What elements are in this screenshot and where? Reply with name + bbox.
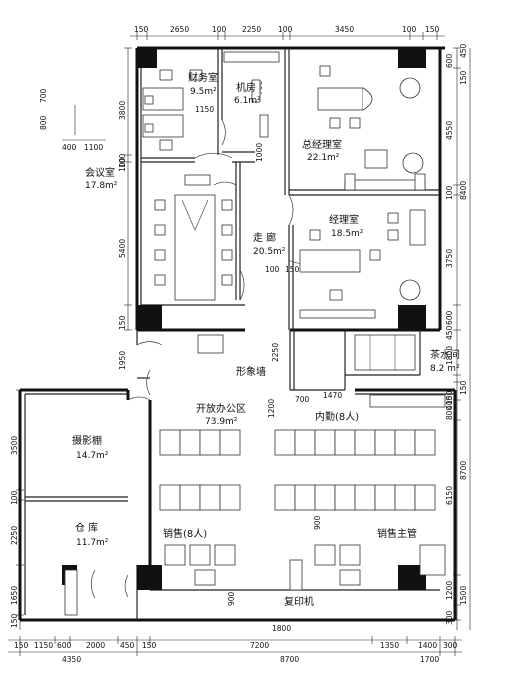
room-storage-name: 仓 库 [75, 521, 98, 534]
dim-left-9: 1650 [10, 586, 19, 605]
dim-right-4: 3750 [445, 249, 454, 268]
room-manager-name: 经理室 [329, 213, 359, 226]
dim-inner-700c: 700 [39, 88, 48, 103]
room-storage-area: 11.7m² [76, 538, 109, 548]
dim-left-7: 100 [10, 490, 19, 505]
room-gm-name: 总经理室 [302, 138, 342, 151]
dim-bottom-4: 2000 [86, 641, 105, 650]
dim-bottom-1: 150 [14, 641, 29, 650]
dim-right-outer-4: 150 [459, 380, 468, 395]
room-manager-area: 18.5m² [331, 229, 364, 239]
dim-inner-100b: 100 [118, 157, 127, 172]
dim-inner-2250: 2250 [271, 343, 280, 362]
dim-left-5: 1950 [118, 351, 127, 370]
room-image-wall-name: 形象墙 [236, 365, 266, 378]
dim-bottom-3: 600 [57, 641, 72, 650]
room-meeting-area: 17.8m² [85, 181, 118, 191]
dim-right-6: 450 [445, 325, 454, 340]
room-copier-name: 复印机 [284, 595, 314, 608]
dim-right-9: 800 [445, 405, 454, 420]
dim-right-12: 1200 [445, 581, 454, 600]
dim-left-6: 3500 [10, 436, 19, 455]
dim-left-2: 100 [118, 153, 127, 168]
dim-inner-900b: 900 [227, 591, 236, 606]
room-photo-name: 摄影棚 [72, 434, 102, 447]
dim-bottom-10: 300 [443, 641, 458, 650]
room-photo-area: 14.7m² [76, 451, 109, 461]
dim-inner-400: 400 [62, 143, 77, 152]
dim-top-8: 150 [425, 25, 440, 34]
dim-right-7: 1800 [445, 346, 454, 365]
dim-left-1: 3800 [118, 101, 127, 120]
dim-total-1: 4350 [62, 655, 81, 664]
dim-bottom-5: 450 [120, 641, 135, 650]
dim-top-4: 2250 [242, 25, 261, 34]
dim-total-3: 1700 [420, 655, 439, 664]
dim-right-10: 400 [445, 395, 454, 410]
dim-inner-700b: 700 [295, 395, 310, 404]
dim-inner-800: 800 [39, 115, 48, 130]
dim-inner-1150: 1150 [195, 105, 214, 114]
dim-right-outer-1: 450 [459, 43, 468, 58]
desk-cluster [159, 429, 241, 511]
dim-right-3: 100 [445, 185, 454, 200]
dim-top-7: 100 [402, 25, 417, 34]
room-gm-area: 22.1m² [307, 153, 340, 163]
room-internal-name: 内勤(8人) [315, 410, 359, 423]
dim-bottom-2: 1150 [34, 641, 53, 650]
dim-left-8: 2250 [10, 526, 19, 545]
dim-right-13: 300 [445, 610, 454, 625]
room-finance-area: 9.5m² [190, 87, 217, 97]
dim-top-5: 100 [278, 25, 293, 34]
room-open-office-area: 73.9m² [205, 417, 238, 427]
dim-right-2: 4550 [445, 121, 454, 140]
dim-inner-900: 900 [313, 515, 322, 530]
dim-right-8: 150 [445, 390, 454, 405]
dim-top-3: 100 [212, 25, 227, 34]
dim-left-3: 5400 [118, 239, 127, 258]
room-server-area: 6.1m² [234, 96, 261, 106]
dim-right-outer-2: 150 [459, 70, 468, 85]
dim-bottom-9: 1400 [418, 641, 437, 650]
dim-right-1: 600 [445, 53, 454, 68]
room-corridor-area: 20.5m² [253, 247, 286, 257]
dimension-lines [8, 32, 471, 656]
dim-top-6: 3450 [335, 25, 354, 34]
room-labels: 财务室 9.5m² 机房 6.1m² 总经理室 22.1m² 会议室 17.8m… [72, 71, 460, 608]
dim-inner-1800: 1800 [272, 624, 291, 633]
dim-right-outer-5: 8700 [459, 461, 468, 480]
dim-right-outer-3: 8400 [459, 181, 468, 200]
dim-inner-100: 100 [265, 265, 280, 274]
room-corridor-name: 走 廊 [253, 231, 276, 244]
dim-right-5: 600 [445, 310, 454, 325]
dim-inner-1100: 1100 [84, 143, 103, 152]
dim-inner-1500: 1500 [285, 265, 304, 274]
dim-inner-1200: 1200 [267, 399, 276, 418]
room-sales-lead-name: 销售主管 [377, 527, 417, 540]
dim-bottom-7: 7200 [250, 641, 269, 650]
dim-top-1: 150 [134, 25, 149, 34]
room-server-name: 机房 [236, 81, 256, 94]
dim-bottom-6: 150 [142, 641, 157, 650]
dim-inner-1000: 1000 [255, 143, 264, 162]
room-tea-area: 8.2 m² [430, 364, 460, 374]
room-finance-name: 财务室 [188, 71, 218, 84]
dim-bottom-8: 1350 [380, 641, 399, 650]
dim-right-11: 6150 [445, 486, 454, 505]
room-sales-name: 销售(8人) [163, 527, 207, 540]
room-meeting-name: 会议室 [85, 166, 115, 179]
dim-top-2: 2650 [170, 25, 189, 34]
dim-left-4: 150 [118, 315, 127, 330]
room-open-office-name: 开放办公区 [196, 402, 246, 415]
dim-total-2: 8700 [280, 655, 299, 664]
room-tea-name: 茶水间 [430, 348, 460, 361]
furniture [64, 51, 446, 616]
dim-left-10: 150 [10, 613, 19, 628]
dim-inner-1470: 1470 [323, 391, 342, 400]
dim-right-outer-6: 1500 [459, 586, 468, 605]
